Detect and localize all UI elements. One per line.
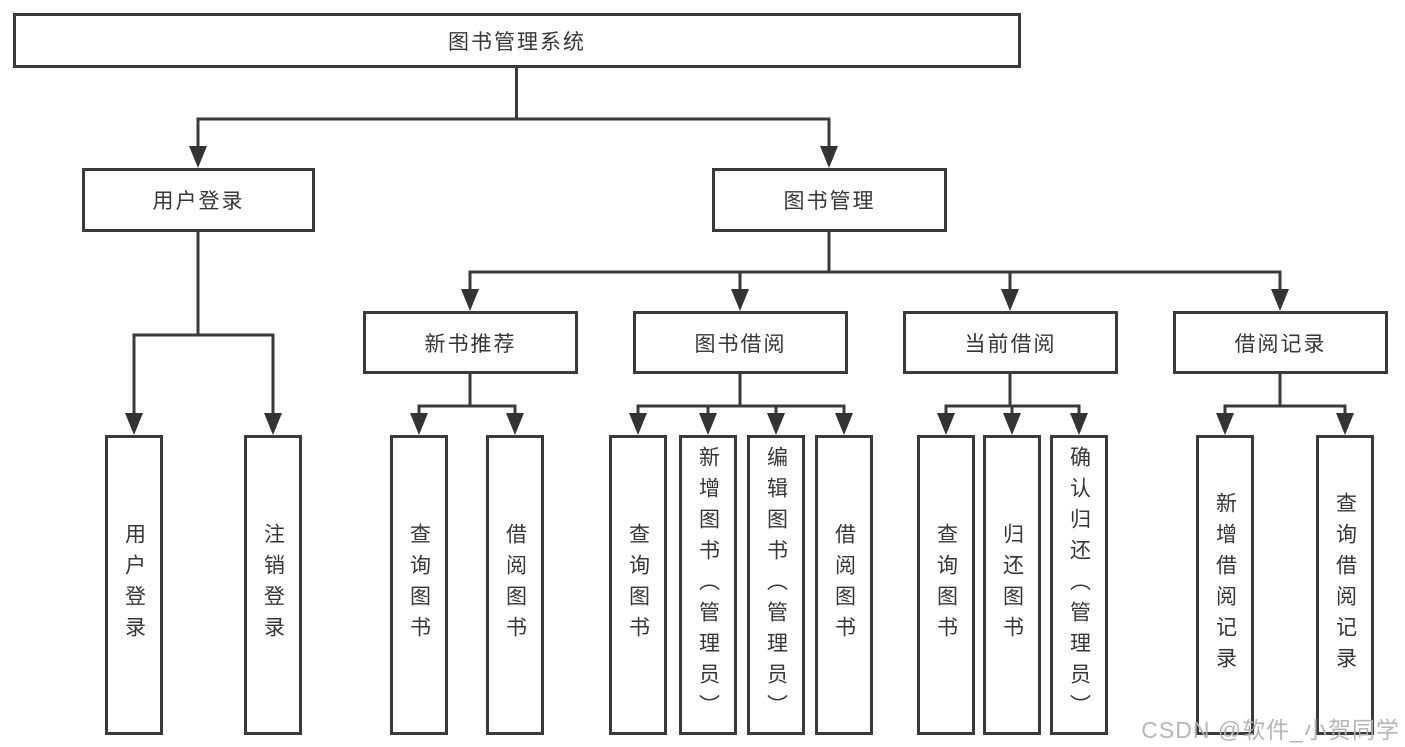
leaf-add-borrow-record: 新增借阅记录 [1196, 435, 1254, 735]
node-root-label: 图书管理系统 [448, 30, 586, 54]
arrow-down-icon [1070, 413, 1088, 435]
arrow-down-icon [1336, 413, 1354, 435]
leaf-query-books-3: 查询图书 [917, 435, 975, 735]
node-new-book-recommend: 新书推荐 [363, 311, 578, 374]
csdn-watermark: CSDN @软件_小贺同学 [1141, 717, 1400, 743]
leaf-query-books-2: 查询图书 [609, 435, 667, 735]
arrow-down-icon [1216, 413, 1234, 435]
leaf-user-login: 用户登录 [105, 435, 163, 735]
leaf-logout: 注销登录 [244, 435, 302, 735]
arrow-down-icon [1001, 289, 1019, 311]
arrow-down-icon [699, 413, 717, 435]
node-label: 用户登录 [152, 190, 245, 213]
leaf-label: 借阅图书 [503, 523, 527, 647]
leaf-query-books-1: 查询图书 [390, 435, 448, 735]
leaf-label: 新增图书（管理员） [696, 445, 720, 725]
connector-book-borrow-to-leaves [636, 374, 846, 423]
arrow-down-icon [937, 413, 955, 435]
node-label: 借阅记录 [1234, 332, 1327, 356]
connector-book-management-to-level3 [468, 232, 1282, 299]
node-borrow-records: 借阅记录 [1173, 311, 1388, 374]
node-book-management: 图书管理 [712, 168, 947, 232]
connector-borrow-records-to-leaves [1223, 374, 1347, 423]
leaf-label: 新增借阅记录 [1213, 492, 1237, 678]
connector-user-login-to-leaves [132, 232, 275, 423]
arrow-down-icon [767, 413, 785, 435]
arrow-down-icon [506, 413, 524, 435]
leaf-edit-books-admin: 编辑图书（管理员） [747, 435, 805, 735]
leaf-borrow-books-2: 借阅图书 [815, 435, 873, 735]
arrow-down-icon [835, 413, 853, 435]
connector-new-book-recommend-to-leaves [417, 374, 517, 423]
arrowheads [125, 146, 1354, 435]
arrow-down-icon [820, 146, 838, 168]
node-label: 图书借阅 [694, 332, 787, 356]
leaf-label: 确认归还（管理员） [1067, 445, 1091, 725]
node-label: 当前借阅 [964, 332, 1057, 356]
arrow-down-icon [731, 289, 749, 311]
arrow-down-icon [1271, 289, 1289, 311]
node-label: 新书推荐 [424, 332, 517, 356]
leaf-label: 查询图书 [934, 523, 958, 647]
leaf-label: 归还图书 [1000, 523, 1024, 647]
leaf-confirm-return-admin: 确认归还（管理员） [1050, 435, 1108, 735]
leaf-label: 编辑图书（管理员） [764, 445, 788, 725]
leaf-add-books-admin: 新增图书（管理员） [679, 435, 737, 735]
leaf-label: 注销登录 [261, 523, 285, 647]
leaf-return-books: 归还图书 [983, 435, 1041, 735]
arrow-down-icon [410, 413, 428, 435]
node-label: 图书管理 [783, 190, 876, 213]
leaf-label: 借阅图书 [832, 523, 856, 647]
arrow-down-icon [461, 289, 479, 311]
node-user-login: 用户登录 [82, 168, 315, 232]
leaf-label: 查询借阅记录 [1333, 492, 1357, 678]
arrow-down-icon [264, 413, 282, 435]
node-book-borrow: 图书借阅 [633, 311, 848, 374]
leaf-label: 查询图书 [407, 523, 431, 647]
arrow-down-icon [1003, 413, 1021, 435]
leaf-query-borrow-record: 查询借阅记录 [1316, 435, 1374, 735]
leaf-borrow-books-1: 借阅图书 [486, 435, 544, 735]
arrow-down-icon [125, 413, 143, 435]
node-root-system: 图书管理系统 [13, 13, 1021, 68]
leaf-label: 查询图书 [626, 523, 650, 647]
leaf-label: 用户登录 [122, 523, 146, 647]
connector-root-to-level2 [196, 68, 831, 156]
node-current-borrow: 当前借阅 [903, 311, 1118, 374]
arrow-down-icon [629, 413, 647, 435]
arrow-down-icon [189, 146, 207, 168]
